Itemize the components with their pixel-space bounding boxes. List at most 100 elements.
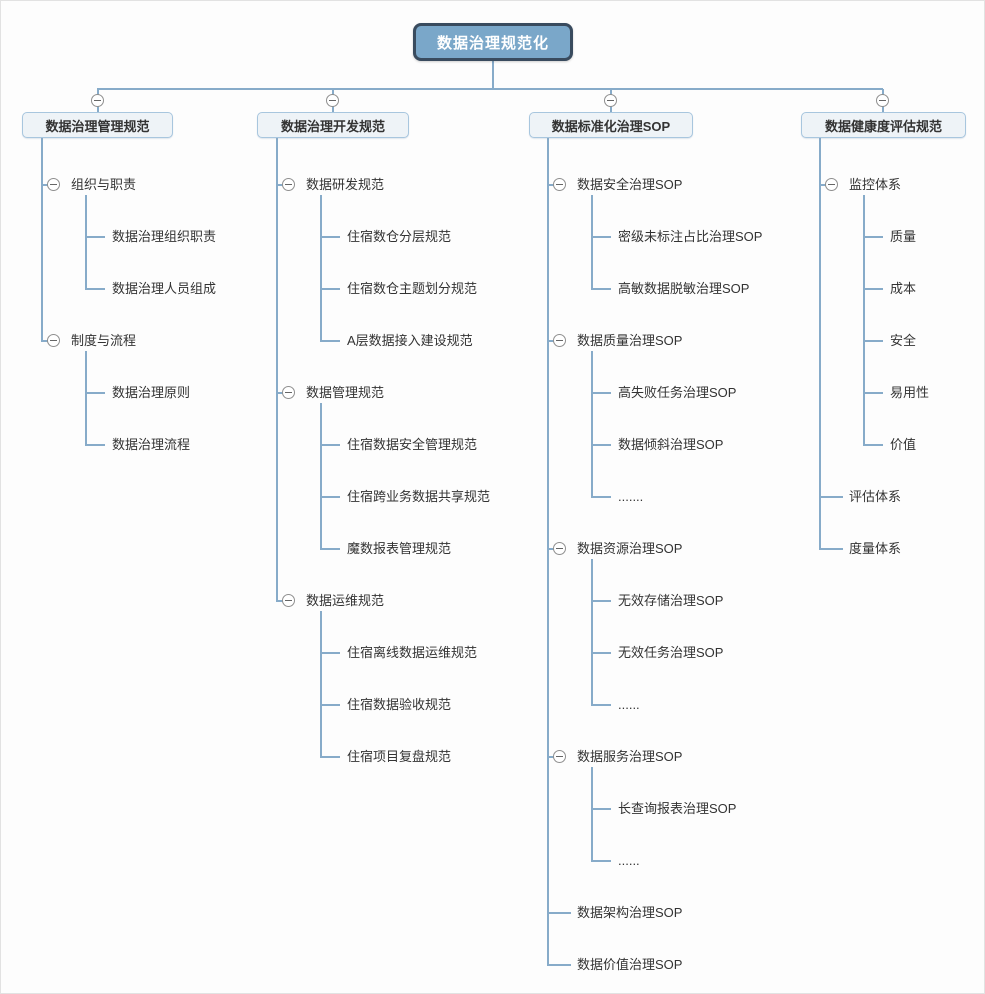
subtopic-label[interactable]: 高失败任务治理SOP	[618, 385, 737, 400]
collapse-icon[interactable]	[91, 94, 104, 107]
subtopic-label[interactable]: 无效存储治理SOP	[618, 593, 724, 608]
collapse-icon[interactable]	[553, 542, 566, 555]
topic-label[interactable]: 数据研发规范	[306, 177, 385, 192]
subtopic-label[interactable]: 住宿数据安全管理规范	[347, 437, 478, 452]
branch-topic-health[interactable]: 数据健康度评估规范	[801, 112, 966, 138]
connector-line	[547, 184, 555, 186]
subtopic-label[interactable]: 高敏数据脱敏治理SOP	[618, 281, 750, 296]
collapse-icon[interactable]	[282, 594, 295, 607]
connector-line	[547, 756, 555, 758]
subtopic-label[interactable]: 无效任务治理SOP	[618, 645, 724, 660]
topic-label[interactable]: 数据资源治理SOP	[577, 541, 683, 556]
connector-line	[276, 392, 284, 394]
subtopic-label[interactable]: 住宿项目复盘规范	[347, 749, 452, 764]
connector-line	[41, 138, 43, 341]
connector-line	[320, 548, 340, 550]
connector-line	[320, 704, 340, 706]
collapse-icon[interactable]	[282, 178, 295, 191]
connector-line	[547, 912, 571, 914]
collapse-icon[interactable]	[326, 94, 339, 107]
topic-label[interactable]: 数据架构治理SOP	[577, 905, 683, 920]
subtopic-label[interactable]: 住宿数仓主题划分规范	[347, 281, 478, 296]
connector-line	[591, 600, 611, 602]
connector-line	[591, 392, 611, 394]
connector-line	[320, 496, 340, 498]
collapse-icon[interactable]	[825, 178, 838, 191]
subtopic-label[interactable]: 安全	[890, 333, 917, 348]
branch-topic-management[interactable]: 数据治理管理规范	[22, 112, 173, 138]
connector-line	[591, 808, 611, 810]
connector-line	[276, 600, 284, 602]
subtopic-label[interactable]: 密级未标注占比治理SOP	[618, 229, 763, 244]
topic-label[interactable]: 数据服务治理SOP	[577, 749, 683, 764]
topic-label[interactable]: 评估体系	[849, 489, 902, 504]
connector-line	[591, 236, 611, 238]
connector-line	[320, 288, 340, 290]
connector-line	[591, 496, 611, 498]
topic-label[interactable]: 数据价值治理SOP	[577, 957, 683, 972]
subtopic-label[interactable]: 价值	[890, 437, 917, 452]
topic-label[interactable]: 监控体系	[849, 177, 902, 192]
collapse-icon[interactable]	[876, 94, 889, 107]
connector-line	[276, 138, 278, 601]
collapse-icon[interactable]	[553, 178, 566, 191]
connector-line	[591, 652, 611, 654]
subtopic-label[interactable]: 住宿离线数据运维规范	[347, 645, 478, 660]
branch-topic-sop[interactable]: 数据标准化治理SOP	[529, 112, 693, 138]
subtopic-label[interactable]: 质量	[890, 229, 917, 244]
subtopic-label[interactable]: 长查询报表治理SOP	[618, 801, 737, 816]
connector-line	[320, 444, 340, 446]
branch-topic-development[interactable]: 数据治理开发规范	[257, 112, 409, 138]
subtopic-label[interactable]: 魔数报表管理规范	[347, 541, 452, 556]
connector-line	[863, 236, 883, 238]
topic-label[interactable]: 制度与流程	[71, 333, 137, 348]
subtopic-label[interactable]: 成本	[890, 281, 917, 296]
topic-label[interactable]: 度量体系	[849, 541, 902, 556]
connector-line	[591, 288, 611, 290]
topic-label[interactable]: 数据运维规范	[306, 593, 385, 608]
connector-line	[85, 236, 105, 238]
subtopic-label[interactable]: 住宿跨业务数据共享规范	[347, 489, 491, 504]
connector-line	[819, 496, 843, 498]
subtopic-label-ellipsis[interactable]: .......	[618, 489, 644, 504]
collapse-icon[interactable]	[282, 386, 295, 399]
subtopic-label[interactable]: 住宿数仓分层规范	[347, 229, 452, 244]
connector-line	[591, 704, 611, 706]
subtopic-label[interactable]: 住宿数据验收规范	[347, 697, 452, 712]
subtopic-label[interactable]: 数据治理原则	[112, 385, 191, 400]
root-topic[interactable]: 数据治理规范化	[413, 23, 573, 61]
connector-line	[320, 611, 322, 757]
collapse-icon[interactable]	[553, 334, 566, 347]
connector-line	[863, 444, 883, 446]
connector-line	[819, 138, 821, 549]
connector-line	[320, 756, 340, 758]
connector-line	[591, 559, 593, 705]
connector-line	[85, 392, 105, 394]
topic-label[interactable]: 数据管理规范	[306, 385, 385, 400]
connector-line	[320, 652, 340, 654]
connector-line	[547, 548, 555, 550]
subtopic-label[interactable]: 数据倾斜治理SOP	[618, 437, 724, 452]
collapse-icon[interactable]	[553, 750, 566, 763]
subtopic-label[interactable]: 数据治理组织职责	[112, 229, 217, 244]
connector-line	[492, 61, 494, 89]
connector-line	[863, 195, 865, 445]
connector-line	[591, 860, 611, 862]
subtopic-label[interactable]: A层数据接入建设规范	[347, 333, 473, 348]
subtopic-label[interactable]: 数据治理流程	[112, 437, 191, 452]
collapse-icon[interactable]	[47, 178, 60, 191]
subtopic-label-ellipsis[interactable]: ......	[618, 697, 640, 712]
connector-line	[591, 195, 593, 289]
connector-line	[591, 351, 593, 497]
connector-line	[863, 392, 883, 394]
topic-label[interactable]: 数据质量治理SOP	[577, 333, 683, 348]
subtopic-label[interactable]: 数据治理人员组成	[112, 281, 217, 296]
subtopic-label-ellipsis[interactable]: ......	[618, 853, 640, 868]
topic-label[interactable]: 组织与职责	[71, 177, 137, 192]
connector-line	[547, 138, 549, 965]
topic-label[interactable]: 数据安全治理SOP	[577, 177, 683, 192]
subtopic-label[interactable]: 易用性	[890, 385, 930, 400]
collapse-icon[interactable]	[47, 334, 60, 347]
collapse-icon[interactable]	[604, 94, 617, 107]
connector-line	[591, 767, 593, 861]
